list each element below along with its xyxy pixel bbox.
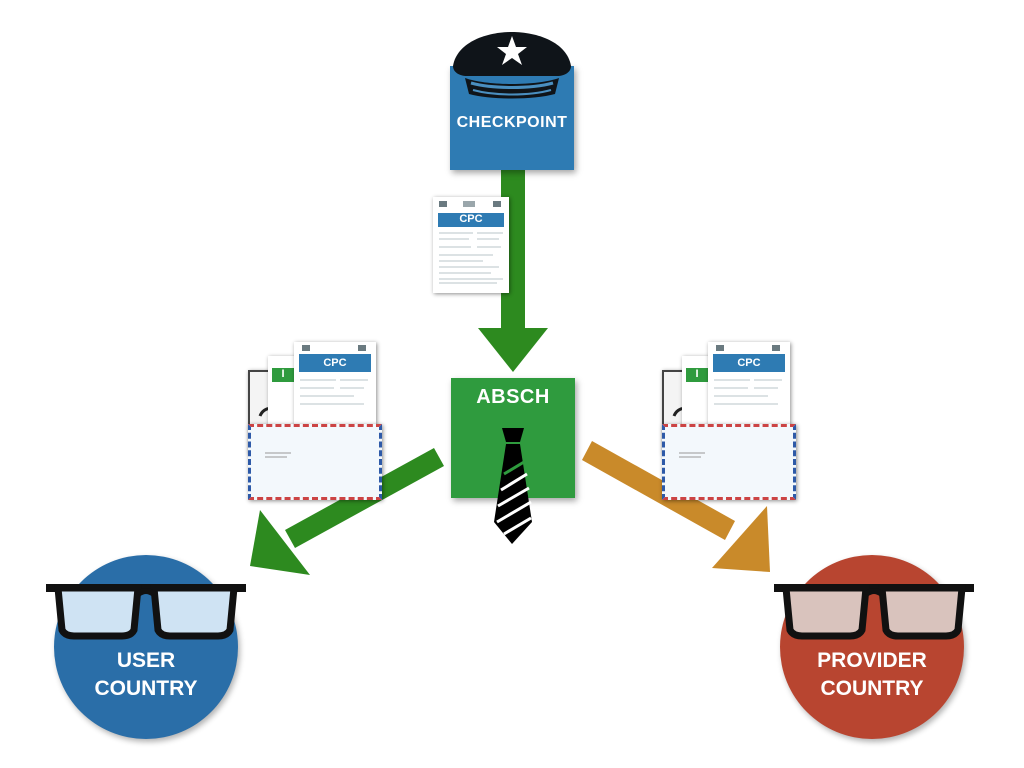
envelope-address-lines	[265, 452, 291, 458]
absch-label: ABSCH	[476, 386, 550, 408]
irc-header: I	[686, 368, 708, 382]
document-stack-right: I CPC	[662, 342, 796, 500]
provider-country-line1: PROVIDER	[817, 649, 927, 672]
provider-country-line2: COUNTRY	[820, 677, 924, 700]
document-lines	[300, 345, 368, 405]
user-country-line1: USER	[116, 649, 176, 672]
glasses-icon	[46, 584, 246, 640]
document-lines	[439, 201, 503, 284]
user-country-label: USER COUNTRY	[54, 647, 238, 703]
glasses-icon	[774, 584, 974, 640]
envelope-right	[662, 424, 796, 500]
necktie-icon	[494, 428, 532, 544]
cpc-header: CPC	[298, 354, 372, 372]
irc-label: I	[281, 368, 285, 380]
cpc-header: CPC	[712, 354, 786, 372]
arrow-absch-to-provider	[582, 441, 770, 572]
cpc-header: CPC	[437, 213, 505, 227]
user-country-line2: COUNTRY	[94, 677, 198, 700]
cpc-label: CPC	[737, 357, 761, 369]
irc-label: I	[695, 368, 699, 380]
cpc-label: CPC	[459, 213, 483, 226]
envelope-left	[248, 424, 382, 500]
checkpoint-label: CHECKPOINT	[456, 114, 568, 131]
provider-country-label: PROVIDER COUNTRY	[780, 647, 964, 703]
envelope-address-lines	[679, 452, 705, 458]
irc-header: I	[272, 368, 294, 382]
cpc-label: CPC	[323, 357, 347, 369]
document-lines	[714, 345, 782, 405]
police-hat-icon	[453, 32, 571, 99]
document-stack-left: I CPC	[248, 342, 382, 500]
cpc-document-top: CPC	[433, 197, 509, 293]
